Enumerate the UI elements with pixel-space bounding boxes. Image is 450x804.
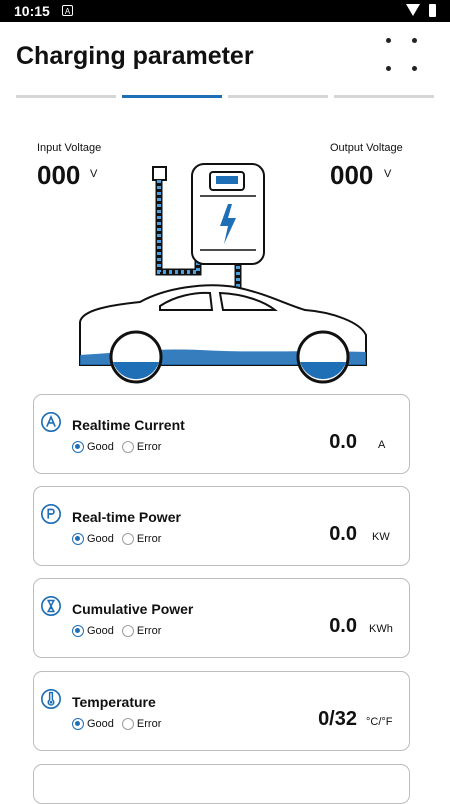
ampere-icon	[41, 412, 61, 432]
tab-4[interactable]	[334, 95, 434, 98]
status-radio-group: Good Error	[72, 625, 169, 637]
card-realtime-current: Realtime Current Good Error 0.0 A	[33, 394, 410, 474]
radio-good[interactable]	[72, 533, 84, 545]
card-value: 0/32	[318, 708, 357, 730]
card-unit: A	[378, 439, 386, 451]
status-radio-group: Good Error	[72, 533, 169, 545]
input-voltage-label: Input Voltage	[37, 142, 102, 154]
page-title: Charging parameter	[16, 42, 254, 70]
tab-3[interactable]	[228, 95, 328, 98]
card-cumulative-power: Cumulative Power Good Error 0.0 KWh	[33, 578, 410, 658]
wifi-icon	[406, 4, 420, 16]
radio-good-label: Good	[87, 441, 114, 453]
card-value: 0.0	[329, 431, 357, 453]
page-indicator-tabs	[16, 95, 434, 99]
card-value: 0.0	[329, 523, 357, 545]
output-voltage-unit: V	[384, 168, 392, 180]
output-voltage-label: Output Voltage	[330, 142, 403, 154]
card-realtime-power: Real-time Power Good Error 0.0 KW	[33, 486, 410, 566]
status-radio-group: Good Error	[72, 441, 169, 453]
radio-good[interactable]	[72, 718, 84, 730]
radio-good[interactable]	[72, 625, 84, 637]
battery-icon	[429, 4, 436, 17]
notification-icon: A	[62, 5, 73, 16]
radio-error-label: Error	[136, 533, 162, 545]
card-unit: KWh	[369, 623, 393, 635]
app-header: Charging parameter	[0, 22, 450, 92]
status-radio-group: Good Error	[72, 718, 169, 730]
card-title: Cumulative Power	[72, 601, 194, 617]
card-next-partial	[33, 764, 410, 804]
more-menu-icon[interactable]	[380, 36, 426, 76]
radio-good-label: Good	[87, 625, 114, 637]
power-p-icon	[41, 504, 61, 524]
card-title: Realtime Current	[72, 417, 185, 433]
card-title: Temperature	[72, 694, 156, 710]
hourglass-icon	[41, 596, 61, 616]
radio-error[interactable]	[121, 625, 134, 637]
radio-error[interactable]	[121, 718, 134, 730]
card-value: 0.0	[329, 615, 357, 637]
radio-error[interactable]	[121, 441, 134, 453]
tab-1[interactable]	[16, 95, 116, 98]
radio-good[interactable]	[72, 441, 84, 453]
status-time: 10:15	[14, 3, 50, 19]
radio-good-label: Good	[87, 533, 114, 545]
card-unit: KW	[372, 531, 390, 543]
input-voltage-value: 000	[37, 160, 81, 190]
radio-error-label: Error	[136, 718, 162, 730]
radio-error-label: Error	[136, 625, 162, 637]
socket-icon	[152, 166, 167, 181]
radio-good-label: Good	[87, 718, 114, 730]
card-unit: °C/°F	[366, 716, 393, 728]
tab-2[interactable]	[122, 95, 222, 98]
charger-car-illustration	[79, 163, 367, 384]
output-voltage-value: 000	[330, 160, 374, 190]
lightning-icon	[220, 204, 236, 244]
card-title: Real-time Power	[72, 509, 181, 525]
thermometer-icon	[41, 689, 61, 709]
status-bar: 10:15 A	[0, 0, 450, 22]
card-temperature: Temperature Good Error 0/32 °C/°F	[33, 671, 410, 751]
input-voltage-unit: V	[90, 168, 98, 180]
radio-error-label: Error	[136, 441, 162, 453]
radio-error[interactable]	[121, 533, 134, 545]
